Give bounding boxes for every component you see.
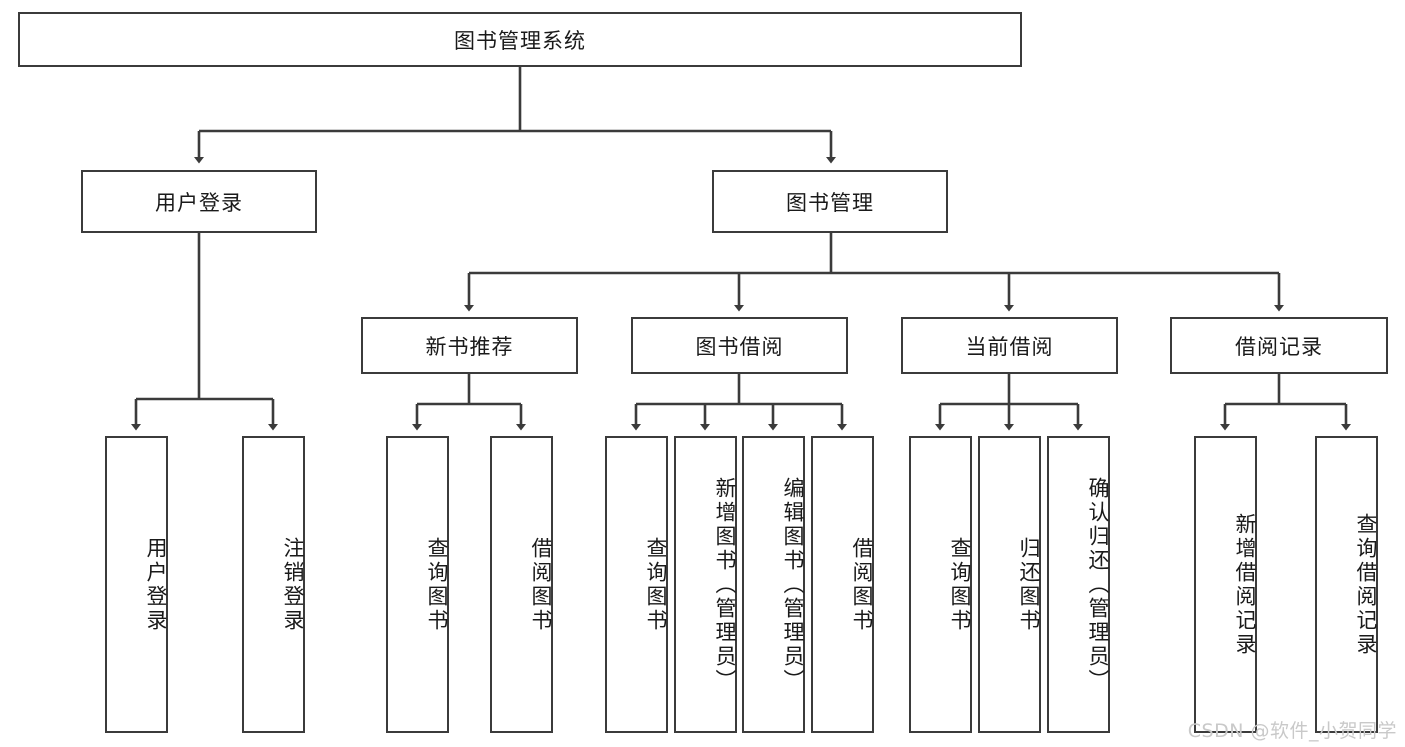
node-label: 查询图书 xyxy=(948,536,972,633)
leaf-borrow-borrow-book[interactable]: 借阅图书 xyxy=(811,436,874,733)
node-label: 借阅图书 xyxy=(529,536,553,633)
node-label: 查询图书 xyxy=(425,536,449,633)
node-label: 新书推荐 xyxy=(425,334,514,359)
node-current-borrow[interactable]: 当前借阅 xyxy=(901,317,1118,374)
node-label: 借阅图书 xyxy=(850,536,874,633)
node-root-system[interactable]: 图书管理系统 xyxy=(18,12,1022,67)
leaf-borrow-add-book-admin[interactable]: 新增图书（管理员） xyxy=(674,436,737,733)
node-label: 图书借阅 xyxy=(695,334,784,359)
node-label: 新增借阅记录 xyxy=(1233,512,1257,657)
node-label: 新增图书（管理员） xyxy=(713,476,737,693)
leaf-current-query-book[interactable]: 查询图书 xyxy=(909,436,972,733)
node-label: 图书管理系统 xyxy=(454,28,586,53)
watermark: CSDN @软件_小贺同学 xyxy=(1187,720,1397,742)
node-label: 用户登录 xyxy=(144,536,168,633)
node-label: 编辑图书（管理员） xyxy=(781,476,805,693)
node-label: 归还图书 xyxy=(1017,536,1041,633)
node-borrow-record[interactable]: 借阅记录 xyxy=(1170,317,1388,374)
leaf-current-return-book[interactable]: 归还图书 xyxy=(978,436,1041,733)
node-label: 查询图书 xyxy=(644,536,668,633)
leaf-user-logout[interactable]: 注销登录 xyxy=(242,436,305,733)
node-label: 图书管理 xyxy=(786,190,874,215)
node-label: 借阅记录 xyxy=(1235,334,1323,359)
node-book-management[interactable]: 图书管理 xyxy=(712,170,948,233)
leaf-borrow-query-book[interactable]: 查询图书 xyxy=(605,436,668,733)
leaf-record-add-borrow-record[interactable]: 新增借阅记录 xyxy=(1194,436,1257,733)
leaf-current-confirm-return-admin[interactable]: 确认归还（管理员） xyxy=(1047,436,1110,733)
leaf-recommend-borrow-book[interactable]: 借阅图书 xyxy=(490,436,553,733)
node-label: 确认归还（管理员） xyxy=(1086,476,1110,693)
leaf-user-login[interactable]: 用户登录 xyxy=(105,436,168,733)
node-book-borrow[interactable]: 图书借阅 xyxy=(631,317,848,374)
leaf-record-query-borrow-record[interactable]: 查询借阅记录 xyxy=(1315,436,1378,733)
leaf-recommend-query-book[interactable]: 查询图书 xyxy=(386,436,449,733)
node-label: 注销登录 xyxy=(281,536,305,633)
leaf-borrow-edit-book-admin[interactable]: 编辑图书（管理员） xyxy=(742,436,805,733)
node-label: 查询借阅记录 xyxy=(1354,512,1378,657)
node-label: 用户登录 xyxy=(155,190,243,215)
node-user-login[interactable]: 用户登录 xyxy=(81,170,317,233)
node-label: 当前借阅 xyxy=(965,334,1054,359)
node-new-book-recommend[interactable]: 新书推荐 xyxy=(361,317,578,374)
